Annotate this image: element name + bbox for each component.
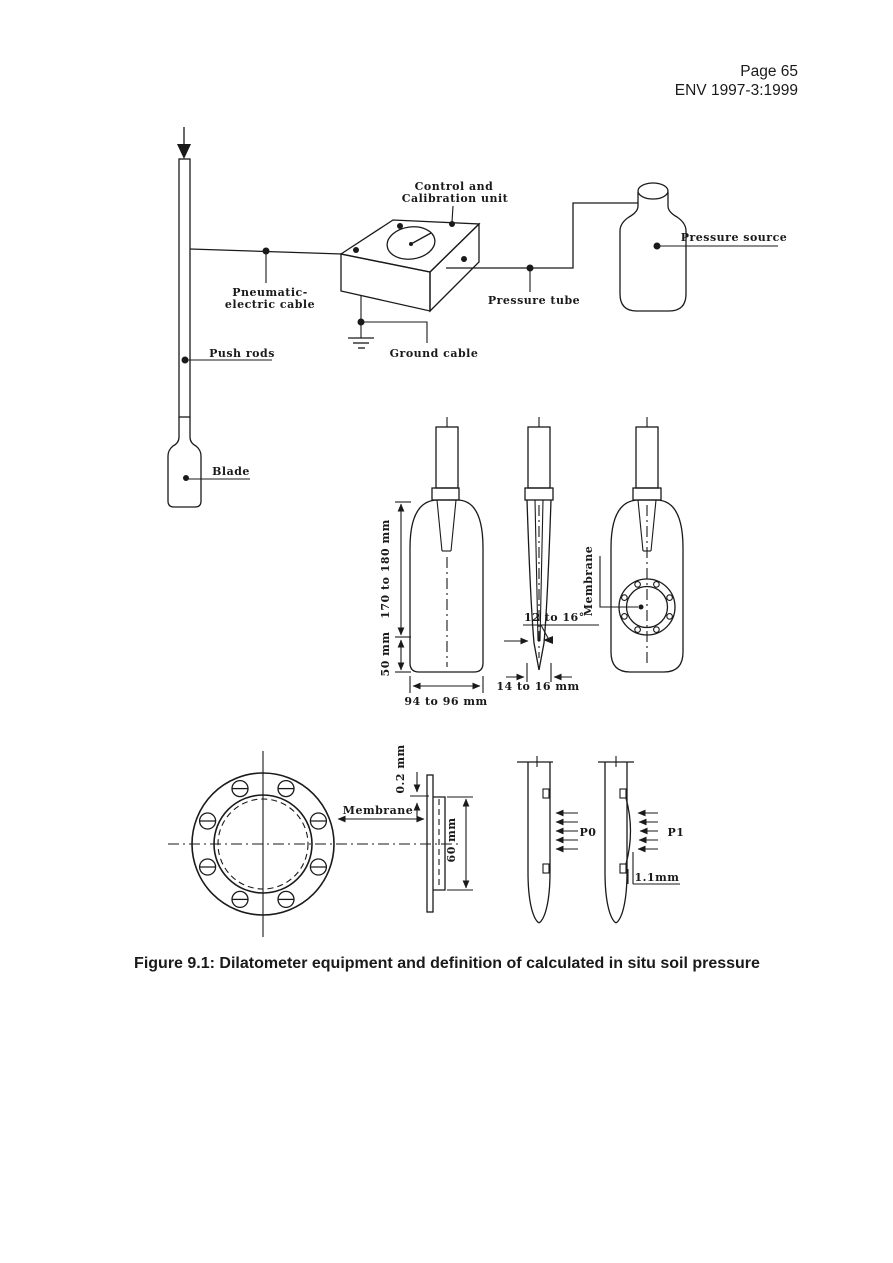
page-header: Page 65 ENV 1997-3:1999 (675, 63, 798, 99)
earth-ground-icon (348, 337, 374, 349)
p1-pressure-arrows (637, 809, 658, 853)
rod-collar (524, 487, 554, 501)
threaded-rod (527, 426, 551, 489)
thickness-range-dim: 14 to 16 mm (496, 680, 579, 693)
unit-side-face (429, 222, 480, 313)
threaded-rod (635, 426, 659, 489)
pneumatic-cable-label-2: electric cable (225, 298, 315, 311)
height-dimension: 170 to 180 mm 50 mm (379, 501, 411, 677)
page-number: Page 65 (740, 63, 798, 80)
membrane-thickness-dimension: 0.2 mm (394, 744, 429, 822)
profile-left-edge (526, 499, 540, 671)
down-arrow-icon (177, 144, 191, 159)
blade-outline (610, 499, 684, 673)
height-range-dim: 170 to 180 mm (379, 519, 392, 619)
membrane-edge-mark (619, 863, 627, 874)
p0-pressure-arrows (555, 809, 578, 853)
edge-angle-dim: 12 to 16° (524, 611, 585, 624)
gauge-needle (410, 232, 432, 245)
deflection-dim: 1.1mm (635, 871, 680, 884)
control-calibration-unit: Control and Calibration unit (339, 180, 509, 313)
rod-collar (431, 487, 460, 501)
width-range-dim: 94 to 96 mm (404, 695, 487, 708)
pneumatic-electric-cable: Pneumatic- electric cable (189, 247, 343, 311)
rod-collar (632, 487, 662, 501)
blade-views: 170 to 180 mm 50 mm 94 to 96 mm 12 to 16… (379, 417, 684, 708)
expanded-membrane-bulge (625, 797, 632, 865)
figure-caption: Figure 9.1: Dilatometer equipment and de… (134, 955, 760, 972)
p1-label: P1 (668, 826, 685, 839)
pressure-source-bottle: Pressure source (619, 182, 788, 312)
membrane-label: Membrane (582, 546, 595, 616)
blade-shape: Blade (167, 417, 250, 508)
equipment-diagram: Blade Pneumatic- electric cable Push rod… (167, 127, 788, 508)
threaded-rod (435, 426, 459, 489)
blade-membrane-face-view: Membrane (582, 417, 684, 673)
membrane-edge-mark (619, 788, 627, 799)
pneumatic-cable-label-1: Pneumatic- (232, 286, 308, 299)
membrane-detail: Membrane 0.2 mm 60 mm (168, 744, 473, 937)
bottle-neck (637, 182, 669, 200)
gauge-dial (386, 226, 436, 260)
lower-section-dim: 50 mm (379, 632, 392, 677)
blade-label: Blade (212, 465, 250, 478)
push-rods-callout: Push rods (181, 347, 275, 364)
profile-p1: P1 1.1mm (598, 756, 685, 924)
flange-bolts (198, 779, 328, 909)
membrane-edge-mark (542, 863, 550, 874)
membrane-thickness-dim: 0.2 mm (394, 744, 407, 793)
membrane-callout: Membrane (582, 546, 638, 616)
blade-outline (409, 499, 484, 673)
push-rods-label: Push rods (209, 347, 275, 360)
blade-side-profile-view: 12 to 16° 14 to 16 mm (496, 417, 599, 693)
control-unit-label-1: Control and (415, 180, 494, 193)
pressure-profiles: P0 P1 1.1mm (517, 756, 685, 924)
unit-front-face (340, 253, 431, 312)
membrane-label: Membrane (343, 804, 413, 817)
membrane-label-callout: Membrane (337, 804, 425, 823)
ground-cable-label: Ground cable (390, 347, 479, 360)
push-rod (177, 127, 191, 418)
profile-p0: P0 (517, 756, 597, 924)
unit-top-face (339, 219, 481, 273)
deflection-dimension: 1.1mm (627, 852, 680, 885)
membrane-height-dim: 60 mm (445, 818, 458, 863)
membrane-side-view: 0.2 mm 60 mm (394, 744, 473, 913)
membrane-ring (618, 578, 676, 636)
control-unit-label-2: Calibration unit (402, 192, 509, 205)
pressure-tube: Pressure tube (446, 202, 638, 307)
membrane-height-dimension: 60 mm (445, 796, 473, 891)
pressure-source-label: Pressure source (681, 231, 788, 244)
membrane-flange-front-view (168, 751, 458, 937)
width-dimension: 94 to 96 mm (404, 676, 487, 708)
pressure-tube-label: Pressure tube (488, 294, 580, 307)
ground-cable: Ground cable (348, 295, 478, 360)
membrane-edge-mark (542, 788, 550, 799)
thickness-dimension: 14 to 16 mm (496, 663, 579, 693)
edge-angle-dimension: 12 to 16° (504, 611, 599, 645)
standard-reference: ENV 1997-3:1999 (675, 82, 798, 99)
blade-face-view-dimensions: 170 to 180 mm 50 mm 94 to 96 mm (379, 417, 487, 708)
membrane-sheet (433, 796, 446, 891)
blade-wall-plate (426, 774, 434, 913)
p0-label: P0 (580, 826, 597, 839)
